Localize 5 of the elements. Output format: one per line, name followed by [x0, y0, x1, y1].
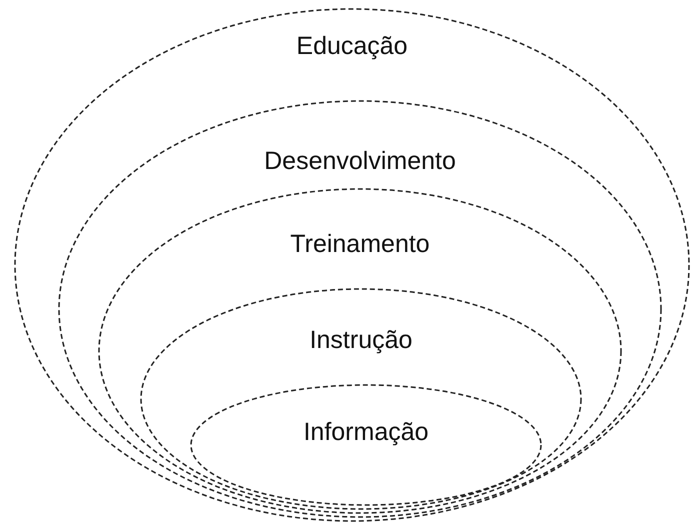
level-label: Treinamento [290, 230, 430, 259]
level-label: Instrução [310, 326, 412, 355]
level-label: Desenvolvimento [264, 147, 456, 176]
level-label: Educação [296, 32, 408, 61]
level-label: Informação [303, 418, 429, 447]
